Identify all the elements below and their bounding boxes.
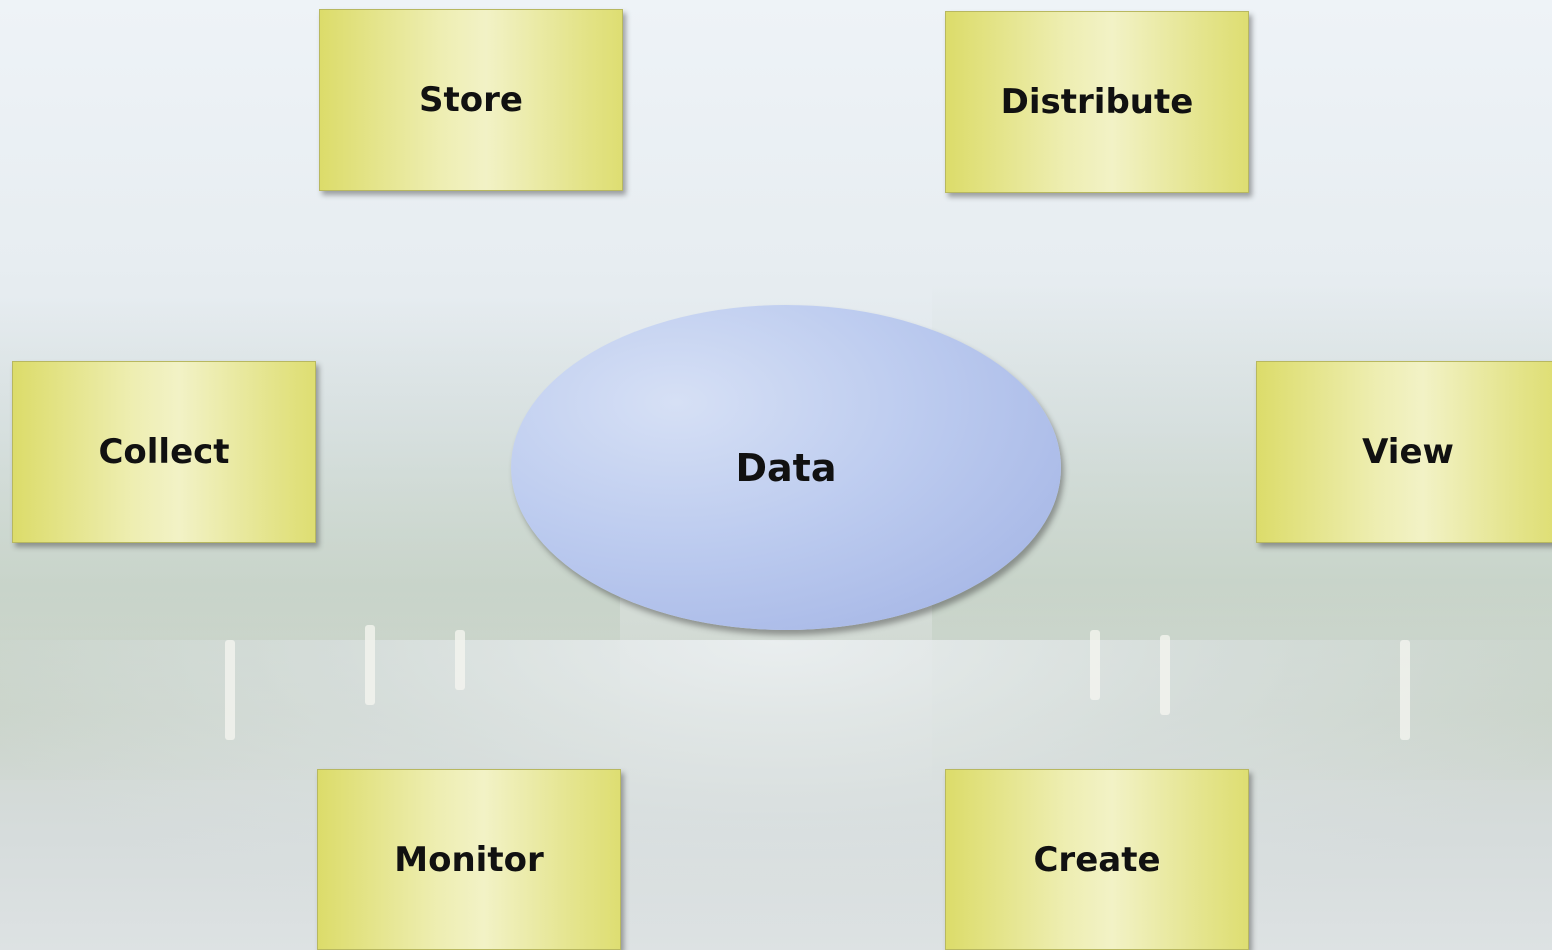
background-post	[455, 630, 465, 690]
node-view: View	[1256, 361, 1552, 543]
center-node-label: Data	[735, 445, 837, 490]
node-monitor: Monitor	[317, 769, 621, 950]
background-post	[1400, 640, 1410, 740]
background-post	[1160, 635, 1170, 715]
background-post	[1090, 630, 1100, 700]
node-label: Create	[1033, 839, 1161, 880]
node-label: Distribute	[1000, 82, 1194, 122]
node-collect: Collect	[12, 361, 316, 543]
node-label: View	[1362, 432, 1454, 472]
node-store: Store	[319, 9, 623, 191]
node-label: Monitor	[394, 839, 544, 880]
node-label: Collect	[98, 432, 230, 472]
node-label: Store	[419, 80, 523, 120]
background-post	[365, 625, 375, 705]
background-road	[0, 640, 1552, 950]
node-distribute: Distribute	[945, 11, 1249, 193]
node-create: Create	[945, 769, 1249, 950]
background-post	[225, 640, 235, 740]
center-node-data: Data	[511, 305, 1061, 630]
